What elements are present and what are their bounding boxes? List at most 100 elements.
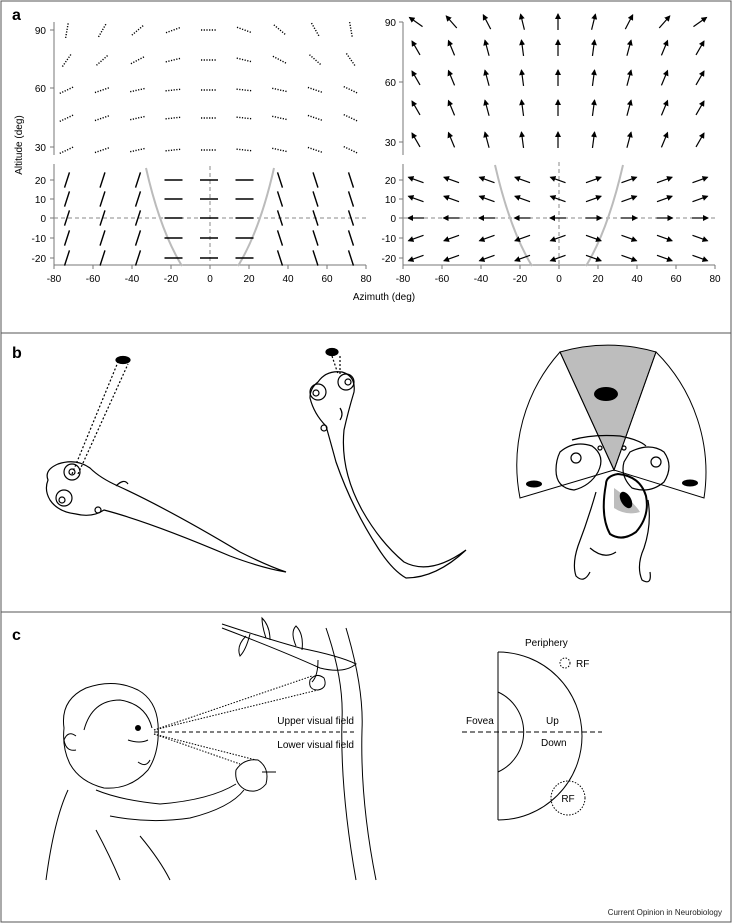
orientation-glyph: [130, 147, 146, 153]
orientation-glyph: [59, 145, 75, 155]
vector-arrow: [411, 70, 421, 86]
orientation-glyph: [272, 115, 288, 121]
y-tick-20-right: 20: [385, 176, 397, 187]
orientation-glyph: [347, 172, 355, 188]
vector-arrow: [483, 131, 490, 148]
x-tick-label: 80: [709, 274, 721, 285]
vector-arrow: [514, 195, 531, 203]
vector-arrow: [443, 176, 460, 184]
vector-arrow: [656, 176, 673, 184]
vector-arrow: [447, 131, 456, 148]
x-tick-label: 80: [360, 274, 372, 285]
x-tick-label: 0: [207, 274, 213, 285]
orientation-glyph: [276, 172, 284, 188]
orientation-glyph: [134, 210, 142, 226]
orientation-glyph: [61, 53, 73, 67]
orientation-glyph: [310, 22, 321, 38]
orientation-glyph: [309, 54, 322, 66]
tadpole-side-view: [45, 355, 287, 573]
orientation-glyph: [63, 250, 71, 266]
orientation-glyph: [96, 54, 109, 66]
orientation-glyph: [94, 146, 111, 154]
vector-arrow: [624, 14, 634, 30]
vector-arrow: [621, 195, 638, 203]
vector-arrow: [478, 254, 495, 262]
x-tick-label: -80: [47, 274, 62, 285]
vector-arrow: [695, 100, 705, 116]
y-tick-90-right: 90: [385, 18, 397, 29]
right-vector-field: [407, 13, 709, 262]
up-label: Up: [546, 716, 559, 727]
orientation-glyph: [347, 210, 355, 226]
vector-arrow: [660, 131, 669, 148]
left-orientation-field: [59, 21, 359, 266]
orientation-glyph: [312, 172, 319, 188]
vector-arrow: [656, 234, 673, 242]
vector-arrow: [590, 69, 597, 87]
target-dot-frontal: [594, 387, 618, 401]
vector-arrow: [408, 16, 423, 28]
orientation-glyph: [59, 85, 75, 95]
orientation-glyph: [312, 230, 319, 246]
orientation-glyph: [99, 210, 106, 226]
x-tick-label: 20: [592, 274, 604, 285]
vector-arrow: [519, 69, 526, 87]
x-tick-label: 40: [631, 274, 643, 285]
y-tick-30-right: 30: [385, 138, 397, 149]
orientation-glyph: [94, 86, 111, 94]
orientation-glyph: [236, 26, 253, 34]
orientation-glyph: [63, 172, 71, 188]
target-dot-2: [325, 347, 339, 357]
rf-label-small: RF: [576, 659, 589, 670]
orientation-glyph: [130, 115, 146, 121]
vector-arrow: [656, 195, 673, 203]
vector-arrow: [660, 69, 669, 86]
y-tick-0-right: 0: [390, 214, 396, 225]
x-axis-label: Azimuth (deg): [353, 292, 415, 303]
visual-field-outline: [516, 351, 707, 499]
vector-arrow: [478, 176, 495, 184]
orientation-glyph: [348, 21, 354, 39]
y-tick-60-right: 60: [385, 78, 397, 89]
y-tick-10-right: 10: [385, 195, 397, 206]
y-tick-m20-left: -20: [32, 254, 47, 265]
orientation-glyph: [99, 230, 106, 246]
vector-arrow: [590, 99, 597, 117]
vector-arrow: [626, 39, 633, 56]
rf-circle-large: [550, 780, 586, 816]
tick-marks: [50, 21, 403, 259]
orientation-glyph: [307, 114, 324, 122]
vector-arrow: [626, 69, 633, 86]
orientation-glyph: [236, 116, 253, 120]
orientation-glyph: [272, 87, 288, 93]
vector-arrow: [447, 99, 456, 116]
y-tick-m20-right: -20: [382, 254, 397, 265]
y-tick-10-left: 10: [35, 195, 47, 206]
orientation-glyph: [63, 230, 71, 246]
periphery-label: Periphery: [525, 638, 568, 649]
orientation-glyph: [63, 210, 71, 226]
orientation-glyph: [165, 148, 182, 152]
target-dot-1: [115, 355, 131, 365]
vector-arrow: [483, 99, 490, 116]
vector-arrow: [549, 176, 566, 184]
orientation-glyph: [307, 146, 324, 154]
orientation-glyph: [273, 24, 287, 36]
orientation-glyph: [276, 191, 284, 207]
x-tick-label: 60: [321, 274, 333, 285]
monkey-illustration: [45, 683, 276, 881]
x-tick-label: 20: [243, 274, 255, 285]
vector-arrow: [585, 234, 602, 242]
y-tick-30-left: 30: [35, 143, 47, 154]
vector-arrow: [443, 254, 460, 262]
vector-arrow: [585, 254, 602, 262]
vector-arrow: [549, 234, 566, 242]
vector-arrow: [549, 254, 566, 262]
x-tick-label: -60: [435, 274, 450, 285]
panel-label-a: a: [12, 7, 21, 24]
vector-arrow: [591, 13, 598, 30]
vector-arrow: [482, 14, 492, 30]
